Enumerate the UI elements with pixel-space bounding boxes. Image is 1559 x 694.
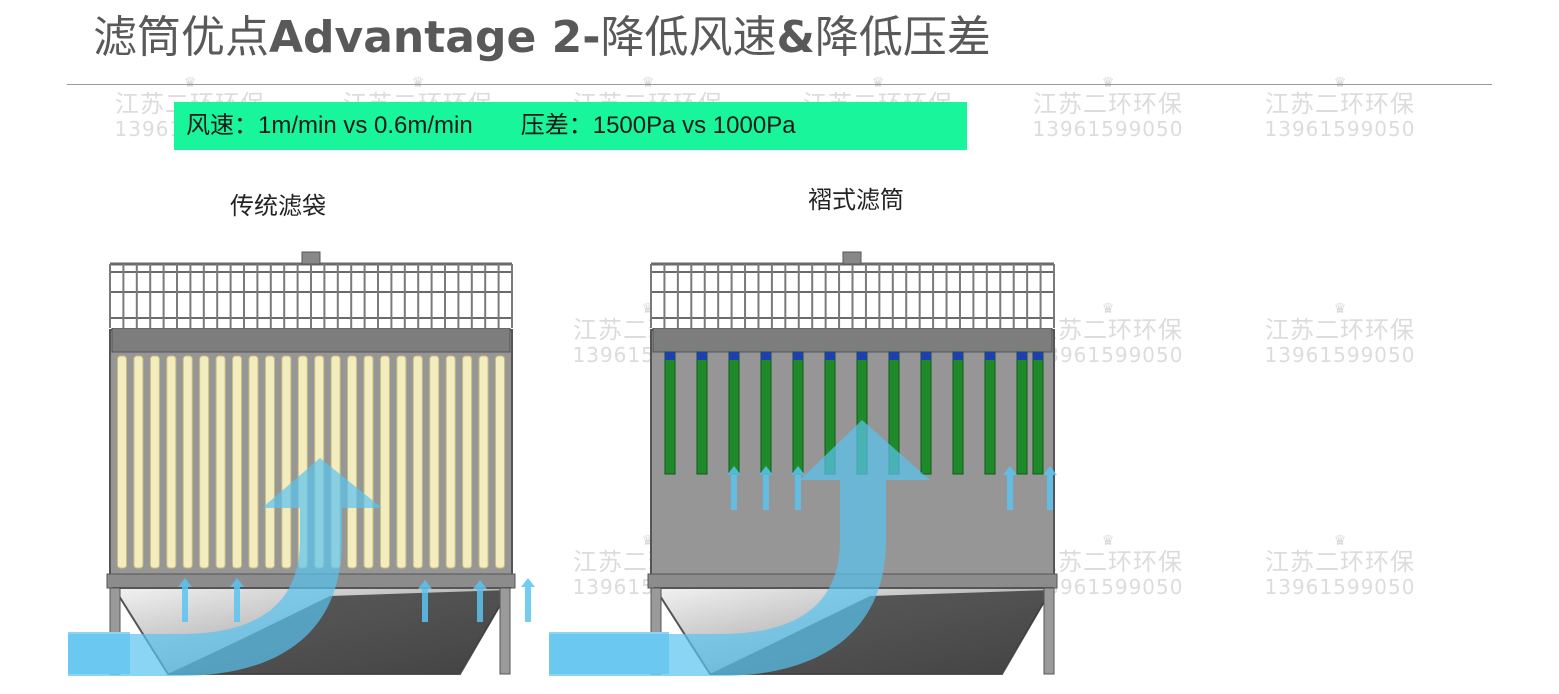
filter-bag xyxy=(412,355,423,569)
upflow-arrow xyxy=(1003,466,1017,510)
upflow-arrow xyxy=(473,580,487,622)
right-cell-plate xyxy=(652,327,1053,353)
wind-speed-text: 风速：1m/min vs 0.6m/min xyxy=(186,112,473,139)
upflow-arrow xyxy=(230,578,244,622)
filter-bag xyxy=(429,355,440,569)
filter-bag xyxy=(478,355,489,569)
cartridge-cap xyxy=(697,352,707,360)
filter-bag xyxy=(117,355,127,569)
cartridge-cap xyxy=(1017,352,1027,360)
filter-bag xyxy=(264,355,275,569)
cartridge-cap xyxy=(761,352,771,360)
upflow-arrow xyxy=(759,466,773,510)
title-divider xyxy=(67,84,1492,85)
cartridge-cap xyxy=(825,352,835,360)
left-main-airflow-arrow xyxy=(68,458,382,676)
filter-bag xyxy=(182,355,193,569)
filter-cartridge xyxy=(792,351,804,475)
comparison-banner: 风速：1m/min vs 0.6m/min 压差：1500Pa vs 1000Pa xyxy=(174,102,967,150)
cartridge-cap xyxy=(1033,352,1043,360)
cartridge-cap xyxy=(665,352,675,360)
upflow-arrow xyxy=(1043,466,1057,510)
label-pleated-cartridge: 褶式滤筒 xyxy=(808,186,904,214)
filter-bag xyxy=(199,355,210,569)
page-title: 滤筒优点Advantage 2-降低风速&降低压差 xyxy=(93,12,991,63)
cartridge-cap xyxy=(889,352,899,360)
filter-bag xyxy=(133,355,144,569)
filter-bag xyxy=(248,355,259,569)
right-upflow-arrows xyxy=(727,466,1057,510)
left-upflow-arrows xyxy=(178,578,535,622)
filter-bag xyxy=(445,355,456,569)
bag-collector-diagram xyxy=(68,251,535,676)
filter-bag xyxy=(363,355,374,569)
filter-bag xyxy=(281,355,292,569)
filter-bag xyxy=(396,355,407,569)
left-cell-plate xyxy=(111,327,511,353)
filter-bag xyxy=(495,355,505,569)
left-top-railing xyxy=(109,262,513,328)
filter-bag xyxy=(215,355,226,569)
filter-cartridge xyxy=(984,351,996,475)
cartridge-cap xyxy=(793,352,803,360)
filter-bag xyxy=(379,355,390,569)
upflow-arrow xyxy=(418,580,432,622)
pressure-diff-text: 压差：1500Pa vs 1000Pa xyxy=(520,112,796,139)
cartridge-collector-diagram xyxy=(549,251,1058,676)
filter-bag xyxy=(347,355,358,569)
filter-bag xyxy=(462,355,473,569)
filter-bag xyxy=(232,355,243,569)
upflow-arrow xyxy=(521,578,535,622)
upflow-arrow xyxy=(178,578,192,622)
left-top-hatch xyxy=(301,251,321,265)
filter-cartridge xyxy=(664,351,676,475)
upflow-arrow xyxy=(727,466,741,510)
right-top-railing xyxy=(650,262,1055,328)
right-top-hatch xyxy=(842,251,862,265)
filter-cartridge xyxy=(1016,351,1028,475)
filter-bag xyxy=(149,355,160,569)
filter-cartridge xyxy=(952,351,964,475)
cartridge-cap xyxy=(857,352,867,360)
cartridge-cap xyxy=(729,352,739,360)
label-traditional-bag: 传统滤袋 xyxy=(230,192,326,220)
filter-cartridges xyxy=(664,351,1044,475)
filter-cartridge xyxy=(696,351,708,475)
filter-cartridge xyxy=(1032,351,1044,475)
cartridge-cap xyxy=(953,352,963,360)
filter-cartridge xyxy=(760,351,772,475)
upflow-arrow xyxy=(791,466,805,510)
right-main-airflow-arrow xyxy=(549,420,930,676)
filter-bags xyxy=(117,355,505,569)
filter-cartridge xyxy=(920,351,932,475)
left-leg-2 xyxy=(499,587,511,675)
filter-bag xyxy=(166,355,177,569)
cartridge-cap xyxy=(921,352,931,360)
cartridge-cap xyxy=(985,352,995,360)
right-leg-2 xyxy=(1043,587,1055,675)
filter-cartridge xyxy=(728,351,740,475)
